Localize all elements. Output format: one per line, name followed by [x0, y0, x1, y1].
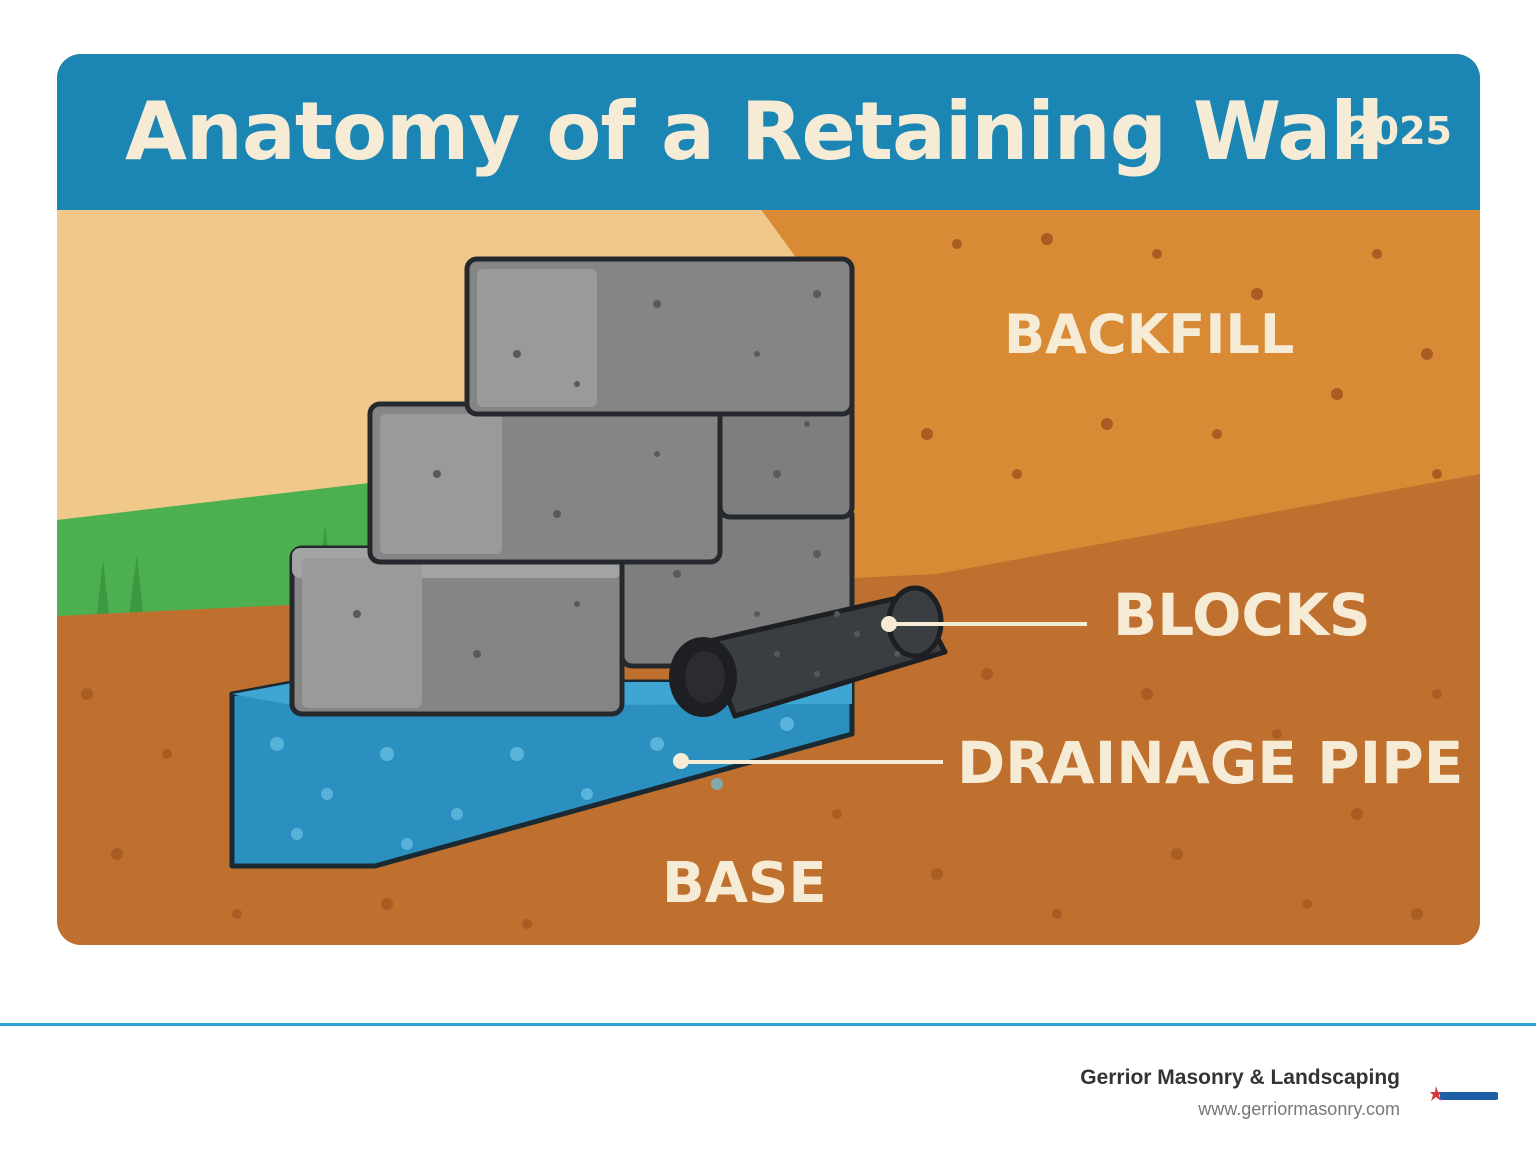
footer-divider — [0, 1023, 1536, 1026]
label-backfill: BACKFILL — [1004, 303, 1295, 366]
blocks-leader-dot — [881, 616, 897, 632]
label-blocks: BLOCKS — [1113, 581, 1371, 649]
diagram-title: Anatomy of a Retaining Wall — [125, 85, 1384, 178]
label-base: BASE — [662, 851, 827, 916]
block-top — [464, 256, 855, 417]
company-name: Gerrior Masonry & Landscaping — [1080, 1066, 1400, 1089]
logo-star-icon — [1430, 1086, 1444, 1101]
company-logo — [1430, 1086, 1498, 1101]
diagram-card: Anatomy of a Retaining Wall 2025 BACKFIL… — [57, 54, 1480, 945]
year-badge: 2025 — [1346, 109, 1452, 153]
soil-speckles — [81, 233, 1442, 929]
title-bar: Anatomy of a Retaining Wall 2025 — [57, 54, 1480, 210]
block-speckles — [353, 290, 821, 658]
block-bottom-left — [289, 545, 625, 717]
block-middle-left — [367, 401, 723, 565]
leader-lines — [681, 622, 1087, 764]
company-website[interactable]: www.gerriormasonry.com — [1198, 1099, 1400, 1119]
label-drainage-pipe: DRAINAGE PIPE — [957, 729, 1464, 797]
blocks — [289, 256, 855, 717]
drainage-leader-dot — [673, 753, 689, 769]
